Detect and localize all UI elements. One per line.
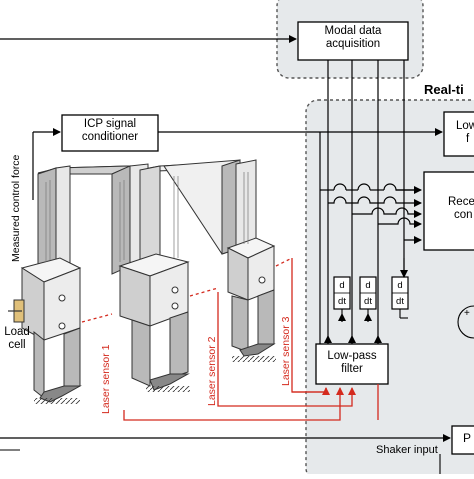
derivative-1-top: d [339,280,345,291]
plus-circle-fragment [457,305,474,339]
derivative-blocks [333,258,409,322]
receiver-block [423,171,474,251]
right-lowpass-line1: Low [456,120,474,132]
realtime-title: Real-ti [424,82,464,97]
right-lowpass-line2: f [466,133,470,146]
lowpass-block-label: Low-pass filter [316,350,388,376]
modal-data-acquisition-block [297,21,409,61]
lowpass-line1: Low-pass [327,350,377,362]
modal-block-label: Modal data acquisition [298,25,408,51]
laser-lines [81,257,379,421]
load-cell-label: Load cell [0,326,34,352]
power-label: P [463,431,472,446]
derivative-label-3: d dt [392,278,408,310]
measured-force-label: Measured control force [10,154,22,262]
receiver-label: Rece con [448,196,474,222]
icp-line1: ICP signal [83,118,137,130]
derivative-2-bottom: dt [364,296,372,307]
icp-line2: conditioner [81,131,139,144]
shaker-input-label: Shaker input [376,444,438,456]
power-amp-block [451,425,474,455]
laser-sensor-2-label: Laser sensor 2 [206,336,218,406]
lowpass-filter-block [315,343,389,385]
three-story-frame [8,159,276,404]
load-cell-line2: cell [8,339,26,352]
icp-signal-conditioner-block [61,114,159,152]
icp-block-label: ICP signal conditioner [62,118,158,144]
derivative-label-2: d dt [360,278,376,310]
derivative-2-top: d [365,280,371,291]
power-line1: P [463,431,472,445]
receiver-line2: con [454,209,473,222]
receiver-input-arrows [320,183,422,244]
laser-sensor-1-label: Laser sensor 1 [100,344,112,414]
lowpass-line2: filter [341,363,363,376]
derivative-3-top: d [397,280,403,291]
modal-line2: acquisition [325,38,381,51]
derivative-1-bottom: dt [338,296,346,307]
derivative-3-bottom: dt [396,296,404,307]
derivative-label-1: d dt [334,278,350,310]
load-cell-line1: Load [4,326,30,338]
right-lowpass-block [443,111,474,157]
plus-fragment-label: + [464,308,470,319]
receiver-line1: Rece [448,196,474,208]
right-lowpass-label: Low f [456,120,474,146]
laser-sensor-3-label: Laser sensor 3 [280,316,292,386]
modal-line1: Modal data [324,25,382,37]
